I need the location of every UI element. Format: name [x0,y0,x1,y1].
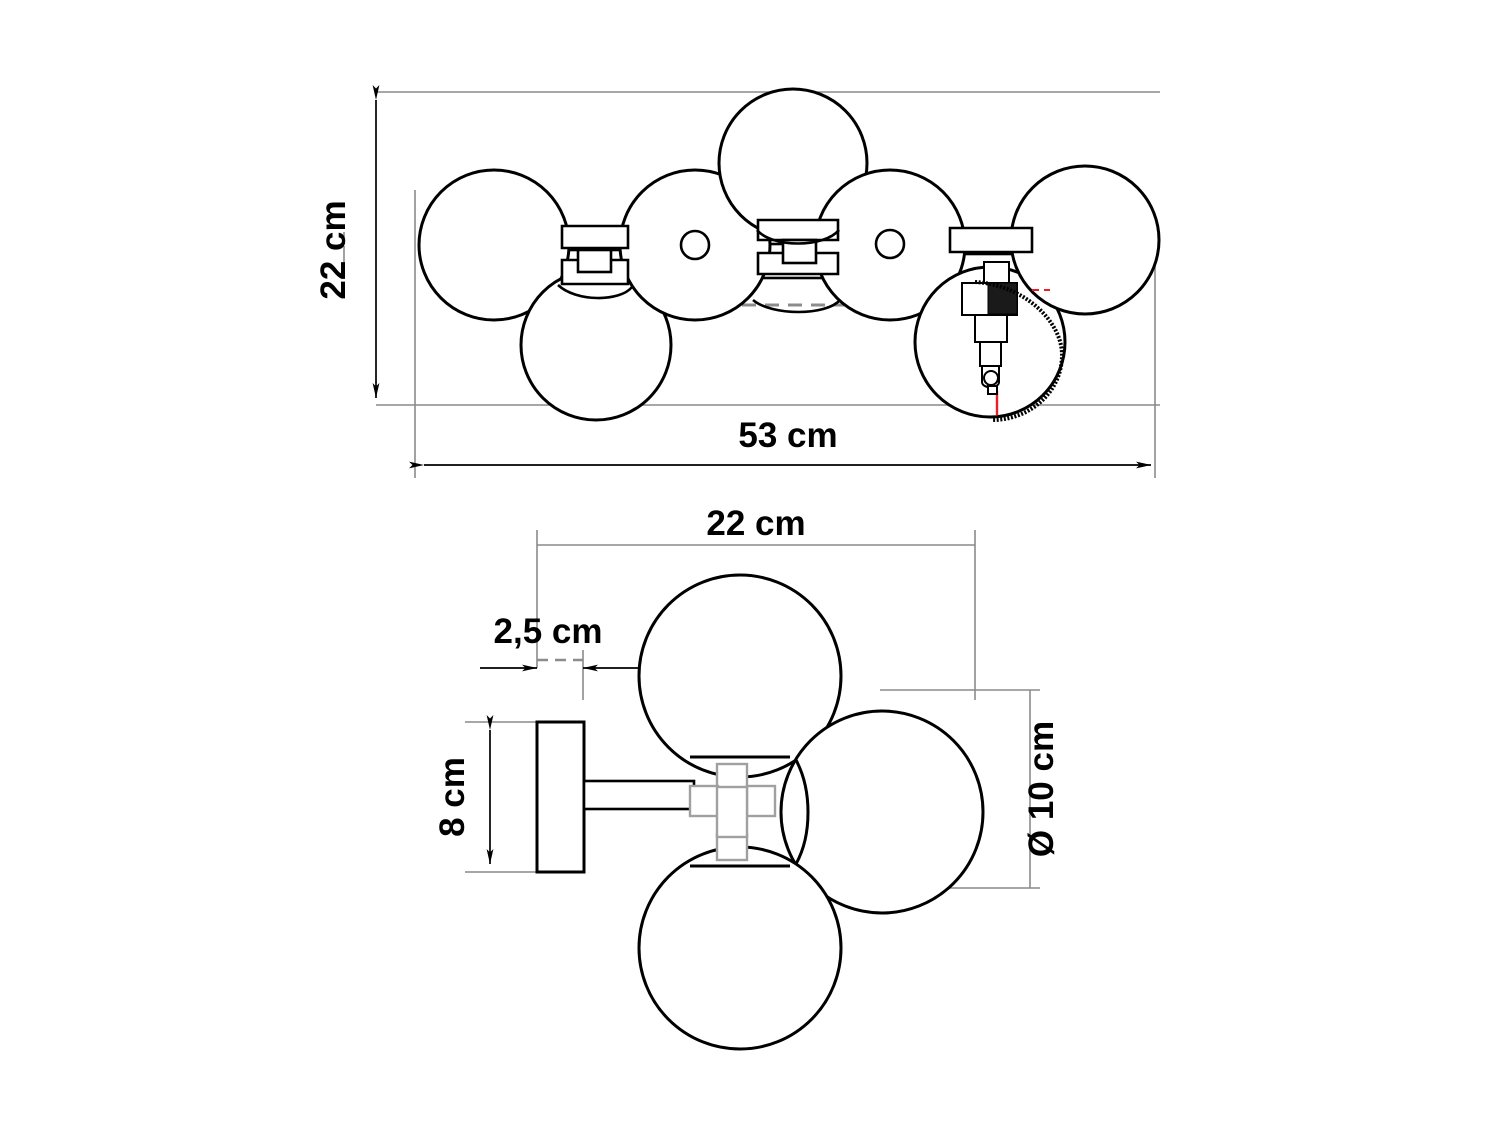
center-hole-right [874,228,906,260]
socket-tube [979,341,1002,367]
center-hole-left [679,229,711,261]
side-spheres [637,573,985,1051]
neck-bottom-left [557,284,634,300]
bulb-socket-detail [961,261,1065,422]
hub-arm-right [745,784,777,818]
wall-mounting-plate [535,720,586,874]
collar-b-top [756,218,840,242]
collar-a-top [560,224,630,250]
side-sphere-bottom [637,845,843,1051]
dim-plate-8-label: 8 cm [433,757,472,837]
dim-width-53-label: 53 cm [738,416,837,455]
socket-tip-circle [983,370,999,386]
socket-contact [987,385,998,395]
dim-height-22-label: 22 cm [314,200,353,299]
dim-plate-25-label: 2,5 cm [494,612,603,651]
collar-c [948,226,1034,254]
side-hub [688,762,777,862]
hub-arm-left [688,784,720,818]
dim-plate-25: 2,5 cm [480,612,640,672]
neck-bottom-mid [752,298,841,314]
collar-a-hub [576,248,613,274]
dim-height-22: 22 cm [314,85,380,398]
socket-globe-outline [974,280,1065,422]
front-view: 22 cm 53 cm [314,85,1161,478]
dim-width-53: 53 cm [409,416,1151,469]
socket-thread-dark [987,282,1018,315]
side-sphere-right [779,709,985,915]
arm-rod [582,779,696,811]
hub-center [715,785,749,839]
dim-depth-22: 22 cm [706,504,805,543]
neck-top-sphere [756,229,840,245]
neck-flat-right [794,759,810,865]
hub-arm-up [715,762,749,792]
side-view: 22 cm 2,5 cm 8 cm Ø 10 cm [433,504,1061,1051]
socket-body [974,314,1008,343]
front-collars [557,218,1034,314]
socket-stem [983,261,1010,285]
collar-b-hub [781,238,818,265]
side-neck-lines [690,755,810,868]
dim-plate-8: 8 cm [433,715,494,864]
dim-diameter-10: Ø 10 cm [1022,721,1061,857]
dim-depth-22-label: 22 cm [706,504,805,543]
front-center-holes [679,228,906,261]
side-arm [582,779,696,811]
dim-diameter-10-label: Ø 10 cm [1022,721,1061,857]
